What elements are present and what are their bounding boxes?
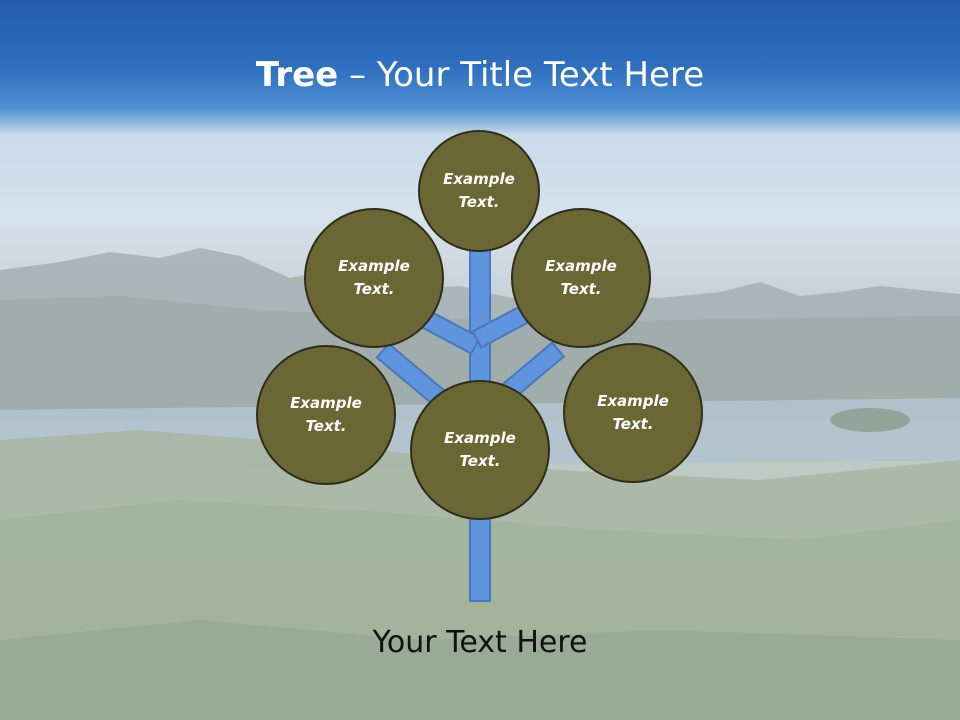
title-bold: Tree (255, 55, 339, 95)
slide-title: Tree – Your Title Text Here (0, 52, 960, 98)
node-lower-right: Example Text. (563, 343, 703, 483)
node-top: Example Text. (418, 130, 540, 252)
node-upper-right-label: Example Text. (545, 257, 617, 298)
node-top-label: Example Text. (443, 170, 515, 211)
node-upper-right: Example Text. (511, 208, 651, 348)
node-lower-left: Example Text. (256, 345, 396, 485)
footer-text: Your Text Here (372, 625, 588, 660)
node-center: Example Text. (410, 380, 550, 520)
node-lower-left-label: Example Text. (290, 394, 362, 435)
title-dash: – (338, 55, 377, 95)
node-upper-left: Example Text. (304, 208, 444, 348)
node-center-label: Example Text. (444, 429, 516, 470)
title-band (0, 0, 960, 135)
node-upper-left-label: Example Text. (338, 257, 410, 298)
title-rest: Your Title Text Here (376, 55, 705, 95)
node-lower-right-label: Example Text. (597, 392, 669, 433)
